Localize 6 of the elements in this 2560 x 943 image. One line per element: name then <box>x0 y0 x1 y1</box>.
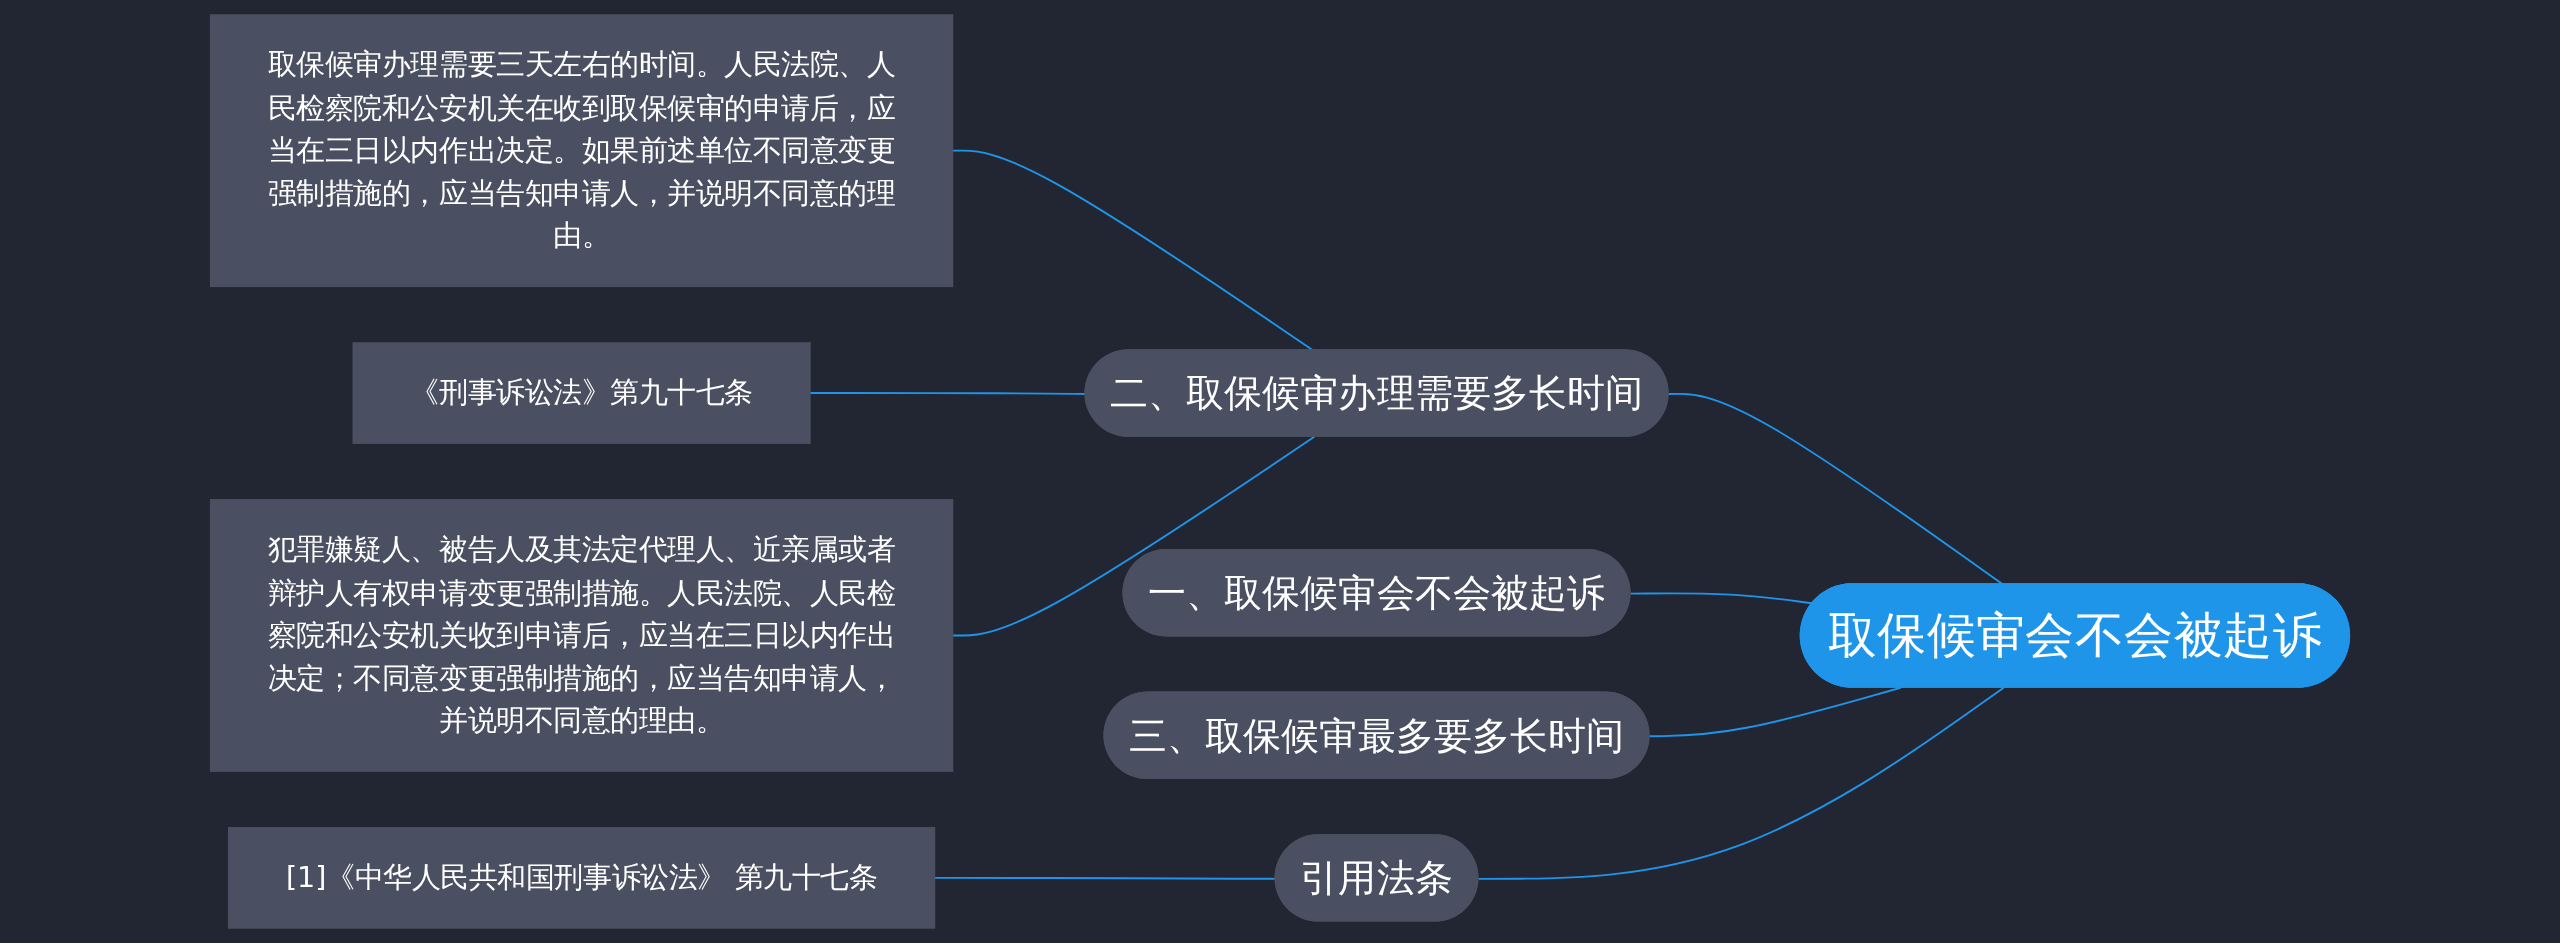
node-box: 犯罪嫌疑人、被告人及其法定代理人、近亲属或者辩护人有权申请变更强制措施。人民法院、人民检察院和公安机关收到申请后，应当在三日以内作出决定；不同意变更强制措施的，应当告知申请人，并说明不同意的理由。 <box>209 499 954 772</box>
node-box: 取保候审办理需要三天左右的时间。人民法院、人民检察院和公安机关在收到取保候审的申请后，应当在三日以内作出决定。如果前述单位不同意变更强制措施的，应当告知申请人，并说明不同意的理由。 <box>209 14 954 288</box>
node-box: [1]《中华人民共和国刑事诉讼法》 第九十七条 <box>227 827 936 929</box>
connector <box>1648 686 1902 738</box>
node-box: 《刑事诉讼法》第九十七条 <box>352 342 811 444</box>
connector <box>1477 686 2005 880</box>
